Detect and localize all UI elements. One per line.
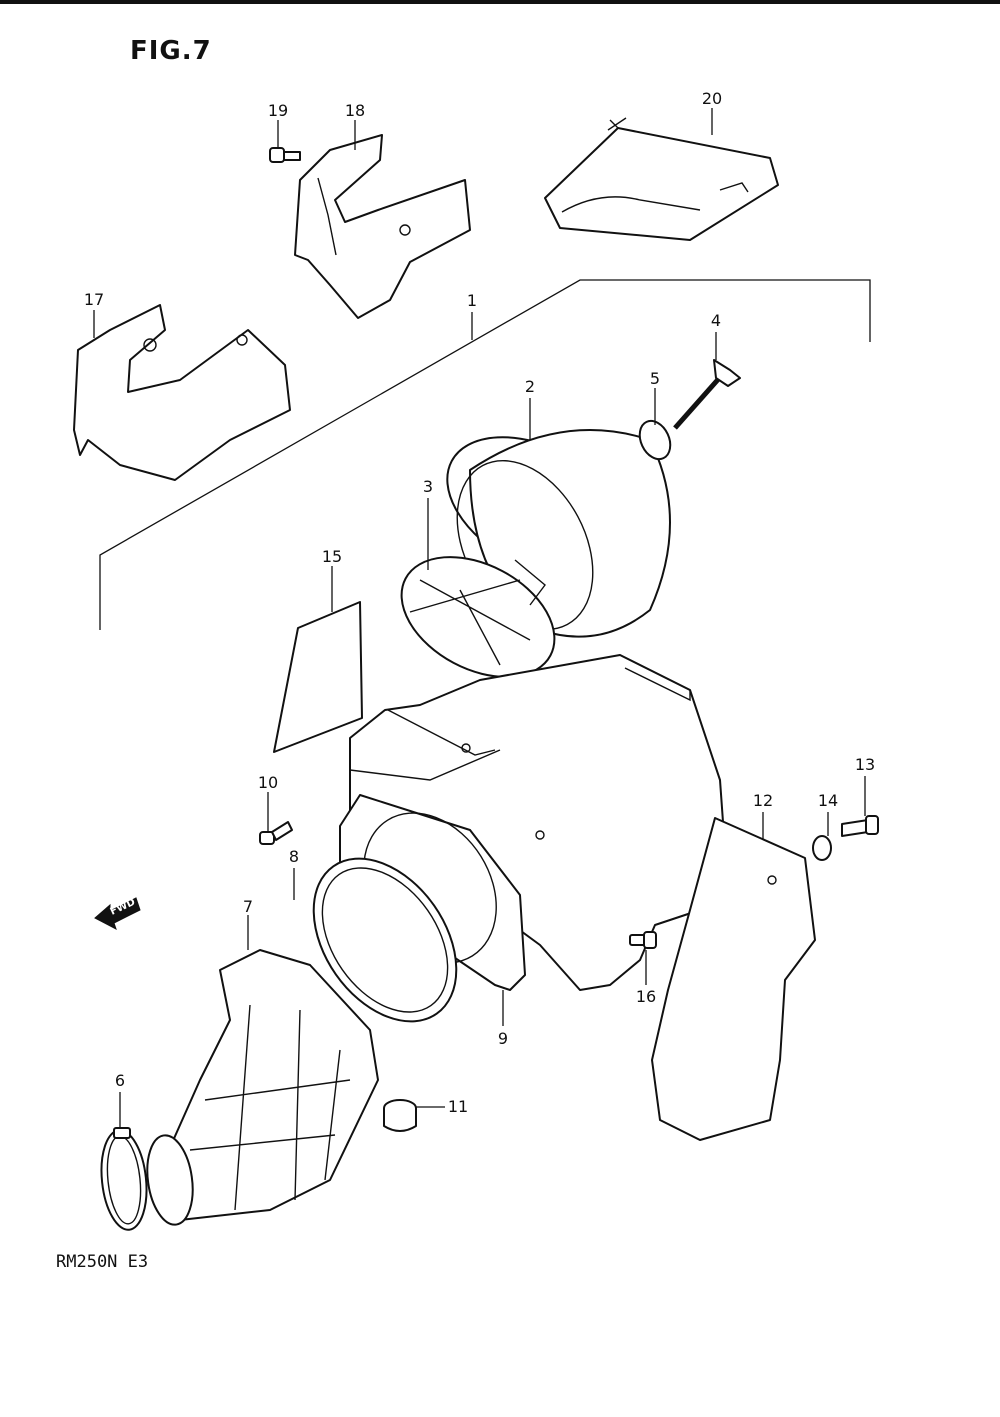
top-border-rule [0, 0, 1000, 4]
part-20-tray [544, 117, 779, 241]
callout-1: 1 [467, 291, 477, 310]
part-17-cover [73, 304, 291, 481]
part-7-intake-boot [146, 949, 379, 1226]
part-12-duct [651, 817, 816, 1141]
callout-7: 7 [243, 897, 253, 916]
fwd-direction-arrow: FWD [94, 897, 141, 931]
part-10-screw [259, 821, 293, 845]
callout-5: 5 [650, 369, 660, 388]
leader-lines [93, 108, 866, 1128]
callout-12: 12 [753, 791, 773, 810]
callout-4: 4 [711, 311, 721, 330]
callout-6: 6 [115, 1071, 125, 1090]
callout-18: 18 [345, 101, 365, 120]
callout-3: 3 [423, 477, 433, 496]
part-18-cover [294, 134, 471, 319]
model-code-label: RM250N E3 [56, 1252, 149, 1272]
callout-15: 15 [322, 547, 342, 566]
part-16-bolt [629, 931, 657, 949]
callout-8: 8 [289, 847, 299, 866]
callout-19: 19 [268, 101, 288, 120]
callout-2: 2 [525, 377, 535, 396]
callout-11: 11 [448, 1097, 468, 1116]
part-6-hose-clamp [100, 1127, 148, 1231]
part-19-screw [269, 147, 301, 163]
callout-10: 10 [258, 773, 278, 792]
part-8-clamp-ring [312, 857, 458, 1023]
part-14-grommet [812, 835, 832, 861]
callout-9: 9 [498, 1029, 508, 1048]
part-3-cage [400, 556, 556, 678]
assembly-bracket [99, 279, 871, 630]
part-5-washer [638, 419, 672, 461]
callout-16: 16 [636, 987, 656, 1006]
part-13-bolt [841, 815, 879, 837]
callout-17: 17 [84, 290, 104, 309]
callout-14: 14 [818, 791, 838, 810]
callout-20: 20 [702, 89, 722, 108]
callout-13: 13 [855, 755, 875, 774]
part-4-wing-bolt [673, 359, 741, 430]
figure-title: FIG.7 [130, 36, 212, 66]
part-15-sheet [273, 601, 363, 753]
part-11-drain-plug [383, 1099, 417, 1132]
